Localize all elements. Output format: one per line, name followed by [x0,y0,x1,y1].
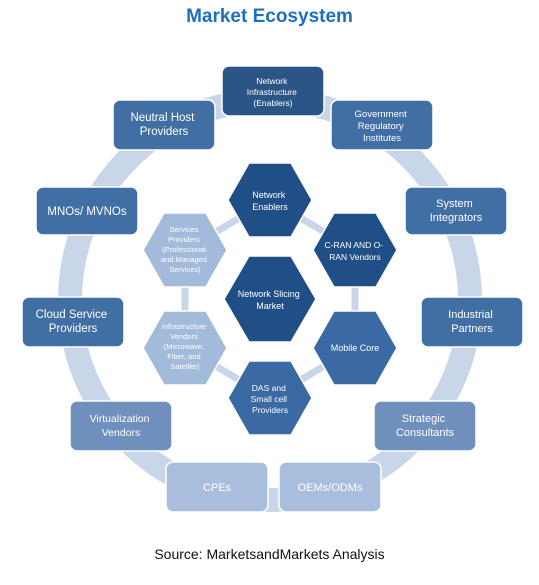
node-neutral-host-providers: Neutral Host Providers [112,99,216,151]
source-caption: Source: MarketsandMarkets Analysis [154,546,385,562]
hex-infrastructure-vendors: Infrastructure Vendors (Microwave, Fiber… [142,310,228,386]
hex-services-providers: Services Providers (Professional and Man… [142,212,228,288]
hex-network-slicing-market-label: Network Slicing Market [238,289,303,311]
hex-network-enablers-label: Network Enablers [252,190,288,212]
node-strategic-consultants-label: Strategic Consultants [396,413,455,439]
hex-infrastructure-vendors-label: Infrastructure Vendors (Microwave, Fiber… [162,322,208,371]
node-virtualization-vendors-label: Virtualization Vendors [90,413,153,439]
node-cpes: CPEs [165,461,269,513]
node-virtualization-vendors: Virtualization Vendors [69,400,173,452]
hex-das-small-cell: DAS and Small cell Providers [227,360,313,436]
diagram-title: Market Ecosystem [186,6,353,27]
hex-mobile-core: Mobile Core [312,310,398,386]
hex-network-enablers: Network Enablers [227,162,313,238]
hex-network-slicing-market: Network Slicing Market [223,255,317,343]
hex-cran-oran-vendors-label: C-RAN AND O- RAN Vendors [325,240,386,262]
node-cloud-service-providers: Cloud Service Providers [21,296,125,348]
node-cpes-label: CPEs [203,482,232,494]
inner-nodes: Network Enablers C-RAN AND O- RAN Vendor… [142,162,398,436]
node-cloud-service-providers-label: Cloud Service Providers [36,309,111,335]
node-neutral-host-providers-label: Neutral Host Providers [130,112,197,138]
outer-nodes: Network Infrastructure (Enablers) Govern… [21,65,524,513]
node-government-regulatory: Government Regulatory Institutes [330,99,434,151]
hex-services-providers-label: Services Providers (Professional and Man… [161,225,209,274]
node-mnos-mvnos: MNOs/ MVNOs [35,186,139,236]
node-industrial-partners: Industrial Partners [420,296,524,348]
hex-cran-oran-vendors: C-RAN AND O- RAN Vendors [312,212,398,288]
hex-mobile-core-label: Mobile Core [331,343,380,353]
node-system-integrators: System Integrators [404,186,508,236]
node-oems-odms: OEMs/ODMs [278,461,382,513]
node-system-integrators-label: System Integrators [430,198,483,224]
node-network-infrastructure: Network Infrastructure (Enablers) [221,65,325,117]
node-oems-odms-label: OEMs/ODMs [298,482,363,494]
node-strategic-consultants: Strategic Consultants [373,400,477,452]
node-industrial-partners-label: Industrial Partners [448,309,496,335]
node-mnos-mvnos-label: MNOs/ MVNOs [47,206,126,218]
node-network-infrastructure-label: Network Infrastructure (Enablers) [247,76,299,108]
node-government-regulatory-label: Government Regulatory Institutes [355,109,410,144]
hex-das-small-cell-label: DAS and Small cell Providers [251,383,290,415]
